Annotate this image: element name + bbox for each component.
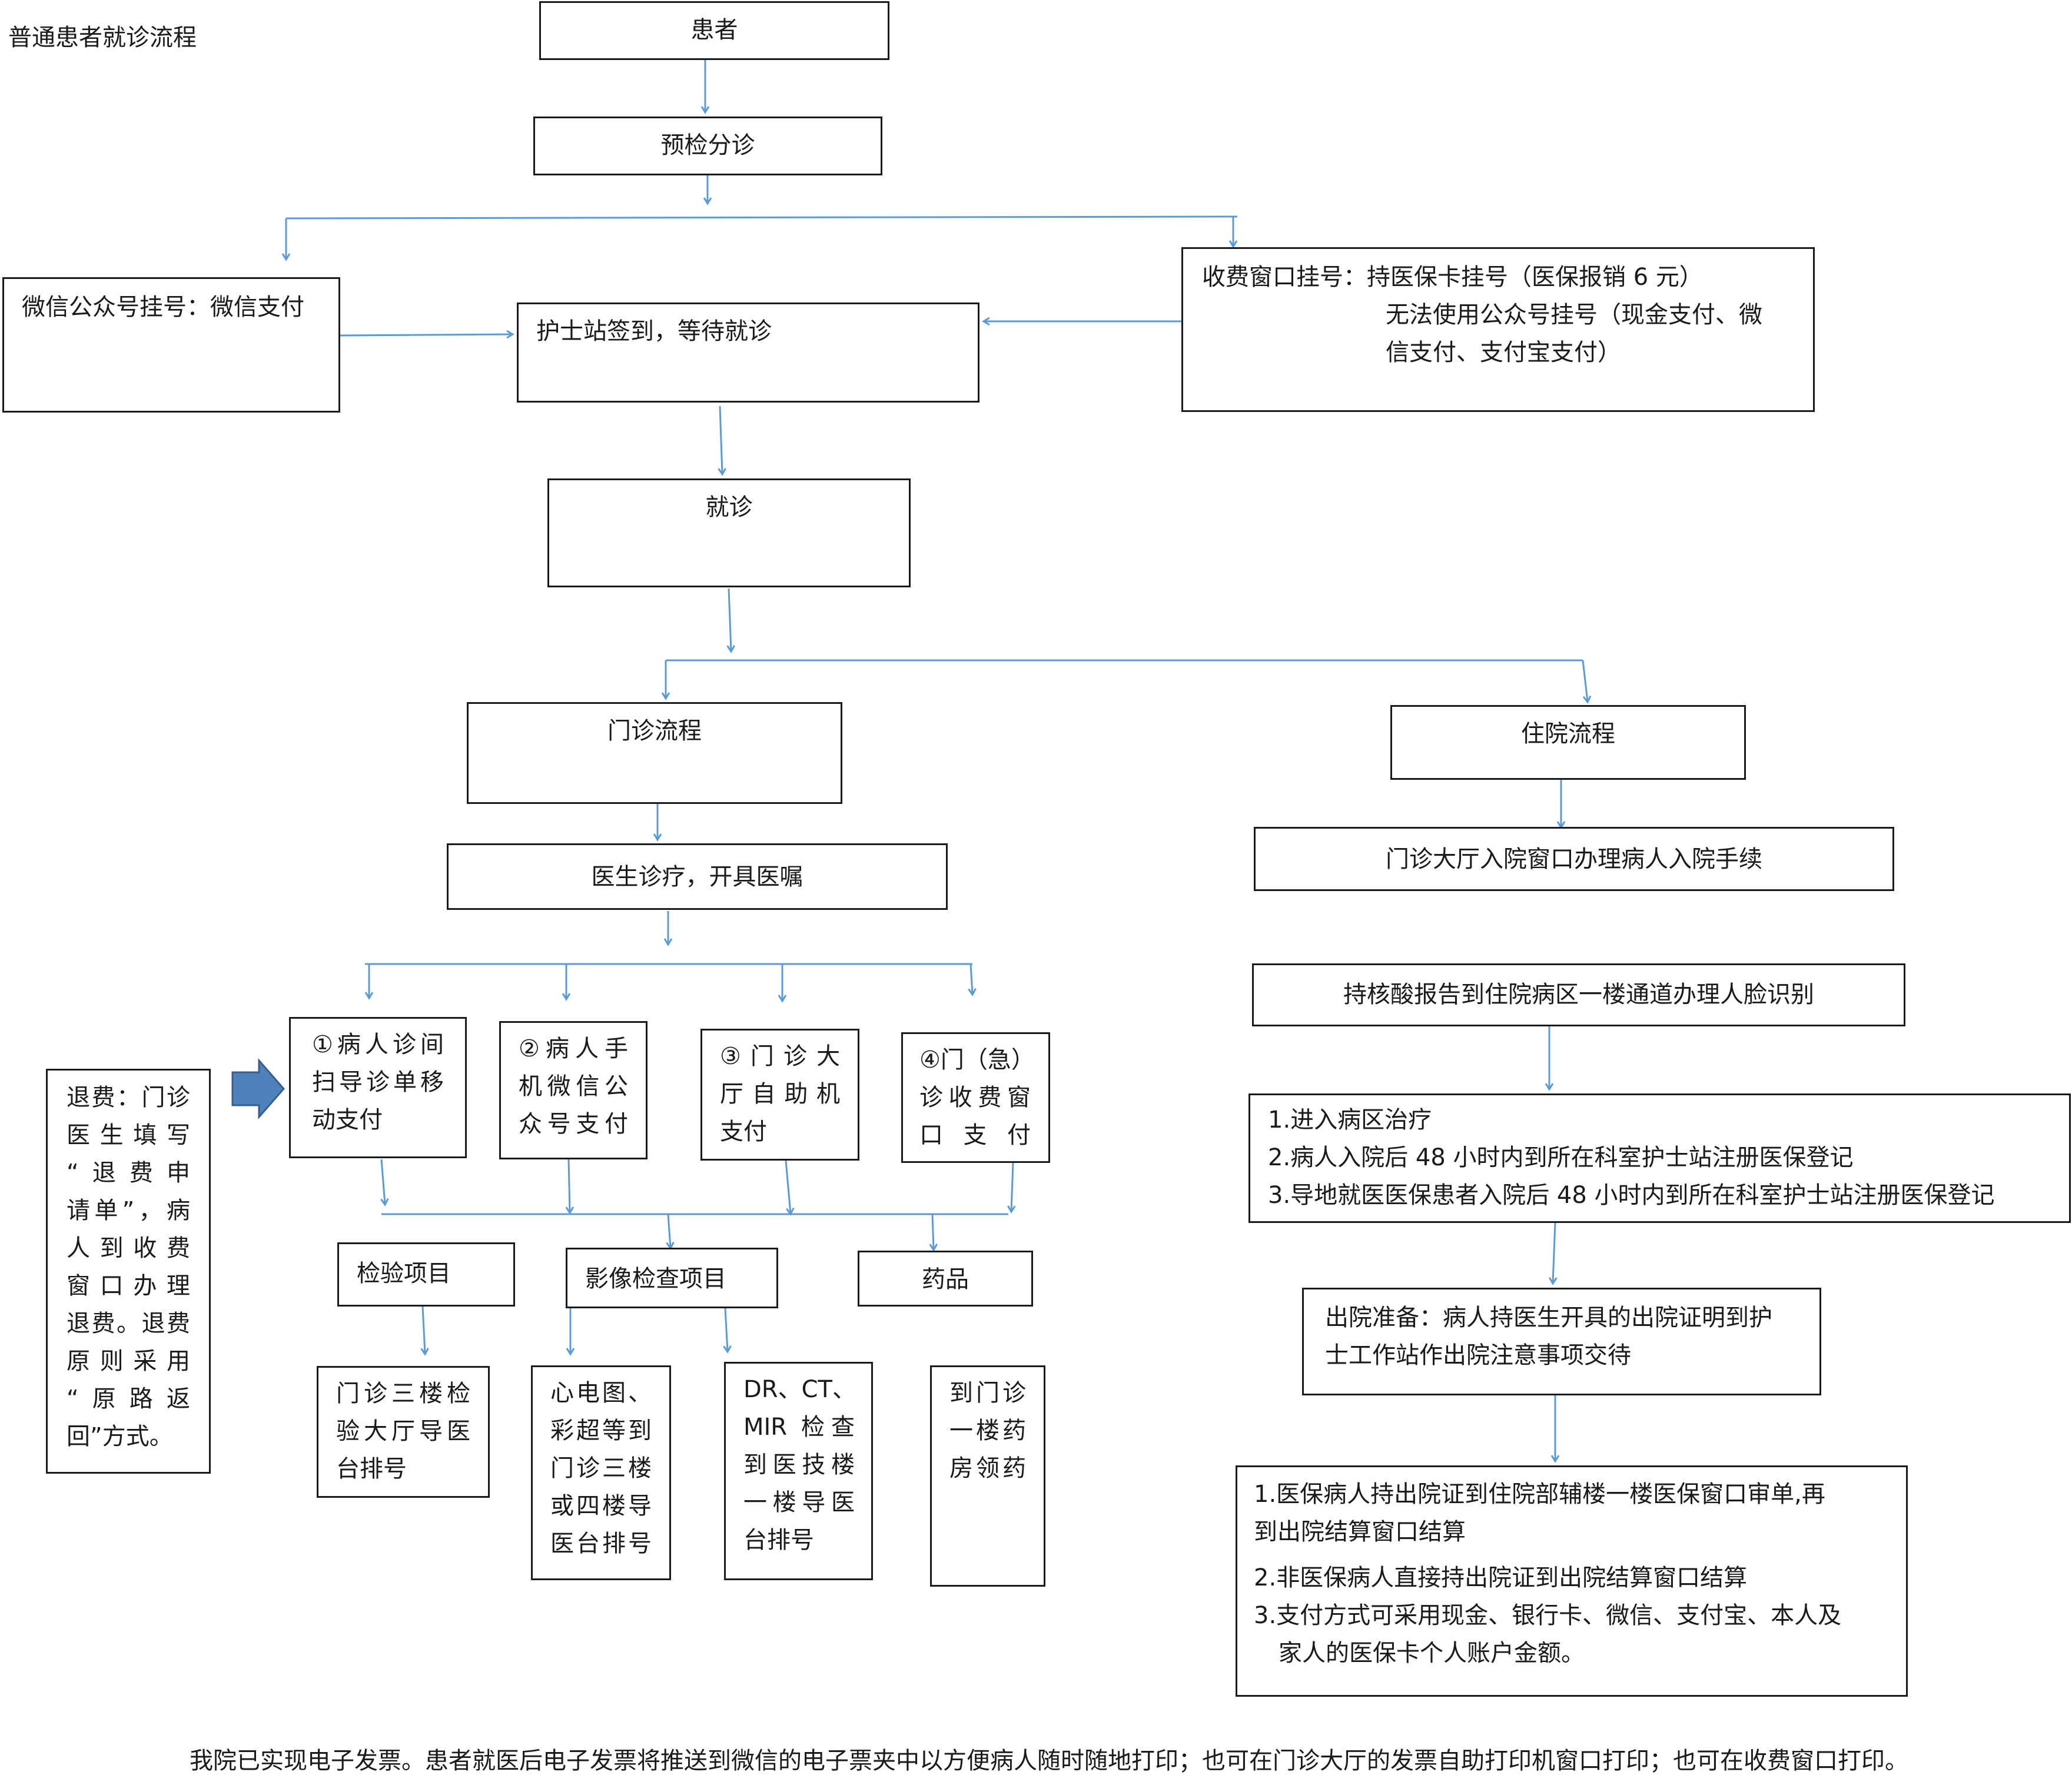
arrow-lab-to-desk [423,1306,425,1354]
pharmacy-box: 到门诊 一楼药 房领药 [930,1365,1045,1587]
arrow-from-payment-2 [569,1159,570,1212]
payment-option-window: ④门（急） 诊收费窗 口支付 [901,1032,1050,1163]
lab-tests-box: 检验项目 [337,1242,515,1307]
arrow-imaging-to-drct [725,1308,728,1351]
arrow-to-medicine [932,1214,934,1249]
arrow-nurse-to-consultation [720,405,722,474]
arrow-from-payment-4 [1011,1162,1013,1211]
outpatient-box: 门诊流程 [467,702,842,804]
discharge-prep-box: 出院准备：病人持医生开具的出院证明到护 士工作站作出院注意事项交待 [1302,1288,1821,1395]
payment-option-scan: ①病人诊间 扫导诊单移 动支付 [289,1017,467,1158]
imaging-box: 影像检查项目 [566,1248,778,1308]
window-register-box: 收费窗口挂号：持医保卡挂号（医保报销 6 元） 无法使用公众号挂号（现金支付、微… [1181,247,1815,412]
page-title: 普通患者就诊流程 [8,24,197,51]
consultation-box: 就诊 [547,478,911,587]
dr-ct-box: DR、CT、 MIR 检查 到医技楼 一楼导医 台排号 [724,1362,873,1580]
admission-box: 门诊大厅入院窗口办理病人入院手续 [1254,827,1894,891]
arrow-ward-to-discharge [1553,1222,1555,1283]
ward-box: 1.进入病区治疗 2.病人入院后 48 小时内到所在科室护士站注册医保登记 3.… [1248,1093,2071,1223]
doctor-orders-box: 医生诊疗，开具医嘱 [447,843,948,910]
patient-box: 患者 [539,1,889,60]
ecg-box: 心电图、 彩超等到 门诊三楼 或四楼导 医台排号 [531,1365,671,1580]
split-line-registration [285,215,1238,220]
medicine-box: 药品 [858,1251,1033,1307]
refund-box: 退费：门诊 医生填写 “退费申 请单”，病 人到收费 窗口办理 退费。退费 原则… [46,1069,211,1474]
arrow-from-payment-3 [785,1160,791,1214]
nurse-station-box: 护士站签到，等待就诊 [517,303,979,403]
arrow-to-imaging [668,1214,670,1248]
refund-arrow-icon [231,1058,285,1119]
face-recognition-box: 持核酸报告到住院病区一楼通道办理人脸识别 [1252,963,1905,1026]
arrow-from-payment-1 [381,1159,385,1204]
wechat-register-box: 微信公众号挂号：微信支付 [2,277,340,413]
arrow-wechat-to-nurse [340,334,512,335]
inpatient-box: 住院流程 [1390,705,1746,780]
lab-desk-box: 门诊三楼检 验大厅导医 台排号 [317,1366,490,1498]
payment-option-wechat: ②病人手 机微信公 众号支付 [499,1021,648,1159]
arrow-to-payment-4 [971,963,972,994]
payment-option-kiosk: ③门诊大 厅自助机 支付 [700,1029,859,1161]
triage-box: 预检分诊 [533,117,882,175]
arrow-to-inpatient [1582,660,1588,702]
arrow-consultation-split [729,588,731,651]
settlement-box: 1.医保病人持出院证到住院部辅楼一楼医保窗口审单,再 到出院结算窗口结算 2.非… [1236,1465,1908,1697]
footer-note: 我院已实现电子发票。患者就医后电子发票将推送到微信的电子票夹中以方便病人随时随地… [190,1747,1908,1774]
